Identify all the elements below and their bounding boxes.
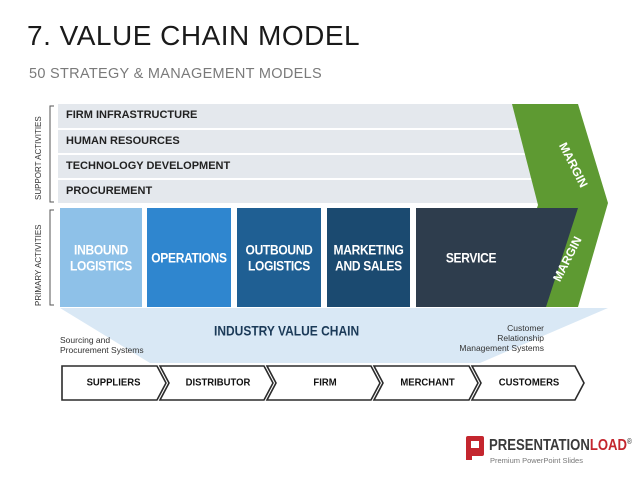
crm-note: Customer Relationship Management Systems (459, 323, 544, 353)
brand-name-part-b: LOAD (589, 437, 628, 454)
brand-tagline: Premium PowerPoint Slides (490, 456, 583, 465)
activity-block-inbound-logistics (60, 208, 142, 307)
support-bar-firm-infrastructure (58, 104, 537, 128)
chain-label-customers: CUSTOMERS (498, 376, 560, 389)
chain-chevron-firm (265, 365, 381, 401)
industry-funnel (60, 308, 608, 363)
activity-block-marketing (327, 208, 410, 307)
primary-activities-label: PRIMARY ACTIVITIES (34, 224, 43, 306)
support-bar-technology (58, 155, 588, 178)
chain-chevron-customers (470, 365, 585, 401)
chain-chevron-distributor (158, 365, 274, 401)
support-bar-human-resources (58, 130, 562, 153)
page-subtitle: 50 STRATEGY & MANAGEMENT MODELS (29, 66, 322, 82)
brand-name-part-a: PRESENTATION (489, 437, 590, 454)
activity-label-inbound-logistics: INBOUND LOGISTICS (70, 241, 132, 275)
sourcing-note: Sourcing and Procurement Systems (60, 335, 144, 355)
support-activities-label: SUPPORT ACTIVITIES (34, 116, 43, 200)
brand-logo-mark (466, 436, 484, 460)
industry-value-chain-title: INDUSTRY VALUE CHAIN (214, 322, 360, 340)
industry-chain (61, 365, 585, 401)
chain-label-distributor: DISTRIBUTOR (185, 376, 251, 389)
brand-registered-mark: ® (627, 437, 632, 446)
primary-bracket (49, 209, 54, 306)
activity-label-operations: OPERATIONS (151, 249, 227, 267)
page-title: 7. VALUE CHAIN MODEL (27, 20, 361, 51)
activity-label-service: SERVICE (445, 249, 497, 267)
activity-label-outbound-logistics: OUTBOUND LOGISTICS (245, 241, 313, 275)
support-label-procurement: PROCUREMENT (66, 185, 153, 197)
chain-chevron-suppliers (61, 365, 167, 401)
activity-label-marketing-and-sales: MARKETING AND SALES (333, 241, 404, 275)
support-label-technology-development: TECHNOLOGY DEVELOPMENT (66, 160, 231, 172)
support-bar-procurement (58, 180, 608, 203)
chain-label-suppliers: SUPPLIERS (86, 376, 141, 389)
activity-block-outbound-logistics (237, 208, 321, 307)
support-label-firm-infrastructure: FIRM INFRASTRUCTURE (66, 109, 198, 121)
activity-block-service (416, 208, 578, 307)
activity-block-operations (147, 208, 231, 307)
chain-chevron-merchant (372, 365, 479, 401)
chain-label-merchant: MERCHANT (400, 376, 455, 389)
support-label-human-resources: HUMAN RESOURCES (66, 135, 180, 147)
chain-label-firm: FIRM (313, 376, 337, 389)
support-bracket (49, 105, 54, 203)
brand-name: PRESENTATIONLOAD® (489, 437, 632, 455)
